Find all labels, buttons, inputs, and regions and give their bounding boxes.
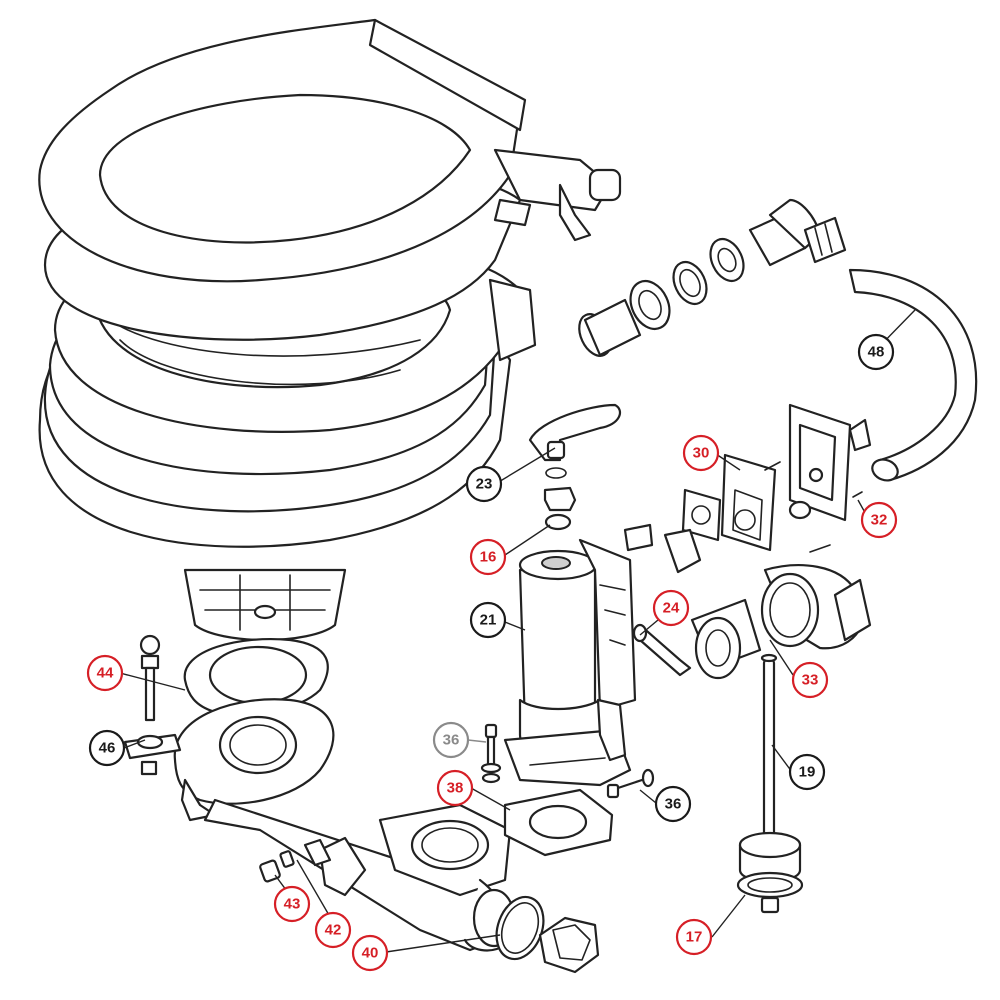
callout-label: 43	[284, 896, 301, 913]
pump-cylinder	[503, 538, 637, 787]
callout-circle	[351, 934, 389, 972]
callout-48: 48	[857, 333, 895, 371]
callout-circle	[465, 465, 503, 503]
base-gasket	[183, 638, 329, 716]
callout-label: 36	[665, 796, 682, 813]
callout-label: 21	[480, 612, 497, 629]
callout-43: 43	[273, 885, 311, 923]
pump-bolt-right	[606, 768, 655, 799]
callout-label: 23	[476, 476, 493, 493]
callout-circle	[273, 885, 311, 923]
discharge-hose	[848, 268, 978, 482]
callout-42: 42	[314, 911, 352, 949]
callout-label: 24	[663, 600, 680, 617]
callout-label: 36	[443, 732, 460, 749]
bracket-parts	[623, 523, 702, 677]
callout-label: 32	[871, 512, 888, 529]
callout-32: 32	[860, 501, 898, 539]
callout-circle	[436, 769, 474, 807]
callout-label: 46	[99, 740, 116, 757]
pump-base-housing	[173, 698, 600, 974]
callout-circle	[652, 589, 690, 627]
callout-46: 46	[88, 729, 126, 767]
toilet-bowl	[38, 18, 622, 642]
callout-circle	[469, 538, 507, 576]
callout-33: 33	[791, 661, 829, 699]
callout-19: 19	[788, 753, 826, 791]
callout-label: 40	[362, 945, 379, 962]
callout-label: 30	[693, 445, 710, 462]
callout-label: 16	[480, 549, 497, 566]
callout-circle	[860, 501, 898, 539]
pump-rod-piston	[736, 653, 804, 914]
callout-44: 44	[86, 654, 124, 692]
callout-label: 17	[686, 929, 703, 946]
callout-40: 40	[351, 934, 389, 972]
callout-17: 17	[675, 918, 713, 956]
callout-circle	[675, 918, 713, 956]
callout-label: 44	[97, 665, 114, 682]
callout-circle	[788, 753, 826, 791]
callout-label: 42	[325, 922, 342, 939]
callout-circle	[857, 333, 895, 371]
callout-circle	[682, 434, 720, 472]
callout-circle	[88, 729, 126, 767]
callout-circle	[469, 601, 507, 639]
callout-16: 16	[469, 538, 507, 576]
callout-36-upper: 36	[432, 721, 470, 759]
pump-bolt-left	[480, 723, 502, 784]
callout-circle	[791, 661, 829, 699]
pump-handle	[528, 403, 622, 531]
callout-38: 38	[436, 769, 474, 807]
pump-gasket	[503, 788, 614, 857]
callout-23: 23	[465, 465, 503, 503]
callout-label: 19	[799, 764, 816, 781]
callout-30: 30	[682, 434, 720, 472]
discharge-elbow-fittings	[578, 198, 847, 357]
callout-label: 48	[868, 344, 885, 361]
callout-24: 24	[652, 589, 690, 627]
valve-plates	[681, 403, 872, 552]
callout-circle	[432, 721, 470, 759]
callout-label: 33	[802, 672, 819, 689]
callout-label: 38	[447, 780, 464, 797]
mounting-bolt	[123, 634, 182, 776]
joker-valve-elbow	[690, 544, 872, 680]
callout-circle	[314, 911, 352, 949]
callout-circle	[86, 654, 124, 692]
callout-36-lower: 36	[654, 785, 692, 823]
callout-circle	[654, 785, 692, 823]
callout-21: 21	[469, 601, 507, 639]
